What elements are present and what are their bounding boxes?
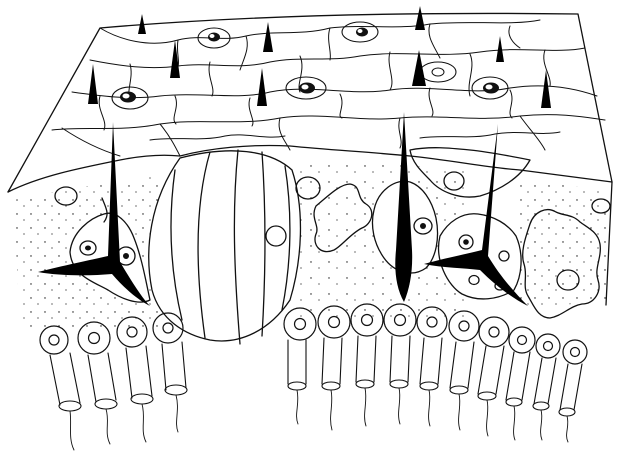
spike bbox=[541, 70, 551, 108]
surface-spikes bbox=[88, 6, 551, 108]
nerve-fibres bbox=[70, 388, 568, 450]
taste-bud bbox=[149, 150, 301, 344]
basal-cell bbox=[509, 327, 535, 353]
spike bbox=[263, 22, 273, 52]
spike bbox=[412, 50, 426, 86]
surface-cell-nucleus bbox=[342, 22, 378, 42]
basal-cell bbox=[40, 326, 68, 354]
surface-nuclei bbox=[112, 22, 508, 109]
spike bbox=[415, 6, 425, 30]
surface-cell-nucleus bbox=[112, 87, 148, 109]
surface-cell-nucleus bbox=[472, 77, 508, 99]
basal-cell bbox=[536, 334, 560, 358]
spike bbox=[496, 36, 504, 62]
surface-cell-nucleus bbox=[286, 77, 326, 99]
spike bbox=[257, 68, 267, 106]
spike bbox=[88, 64, 98, 104]
surface-cell-network bbox=[52, 20, 605, 156]
basal-cell bbox=[563, 340, 587, 364]
basal-stalks bbox=[50, 336, 582, 416]
basal-cell bbox=[479, 317, 509, 347]
surface-cell-nucleus bbox=[420, 62, 456, 82]
